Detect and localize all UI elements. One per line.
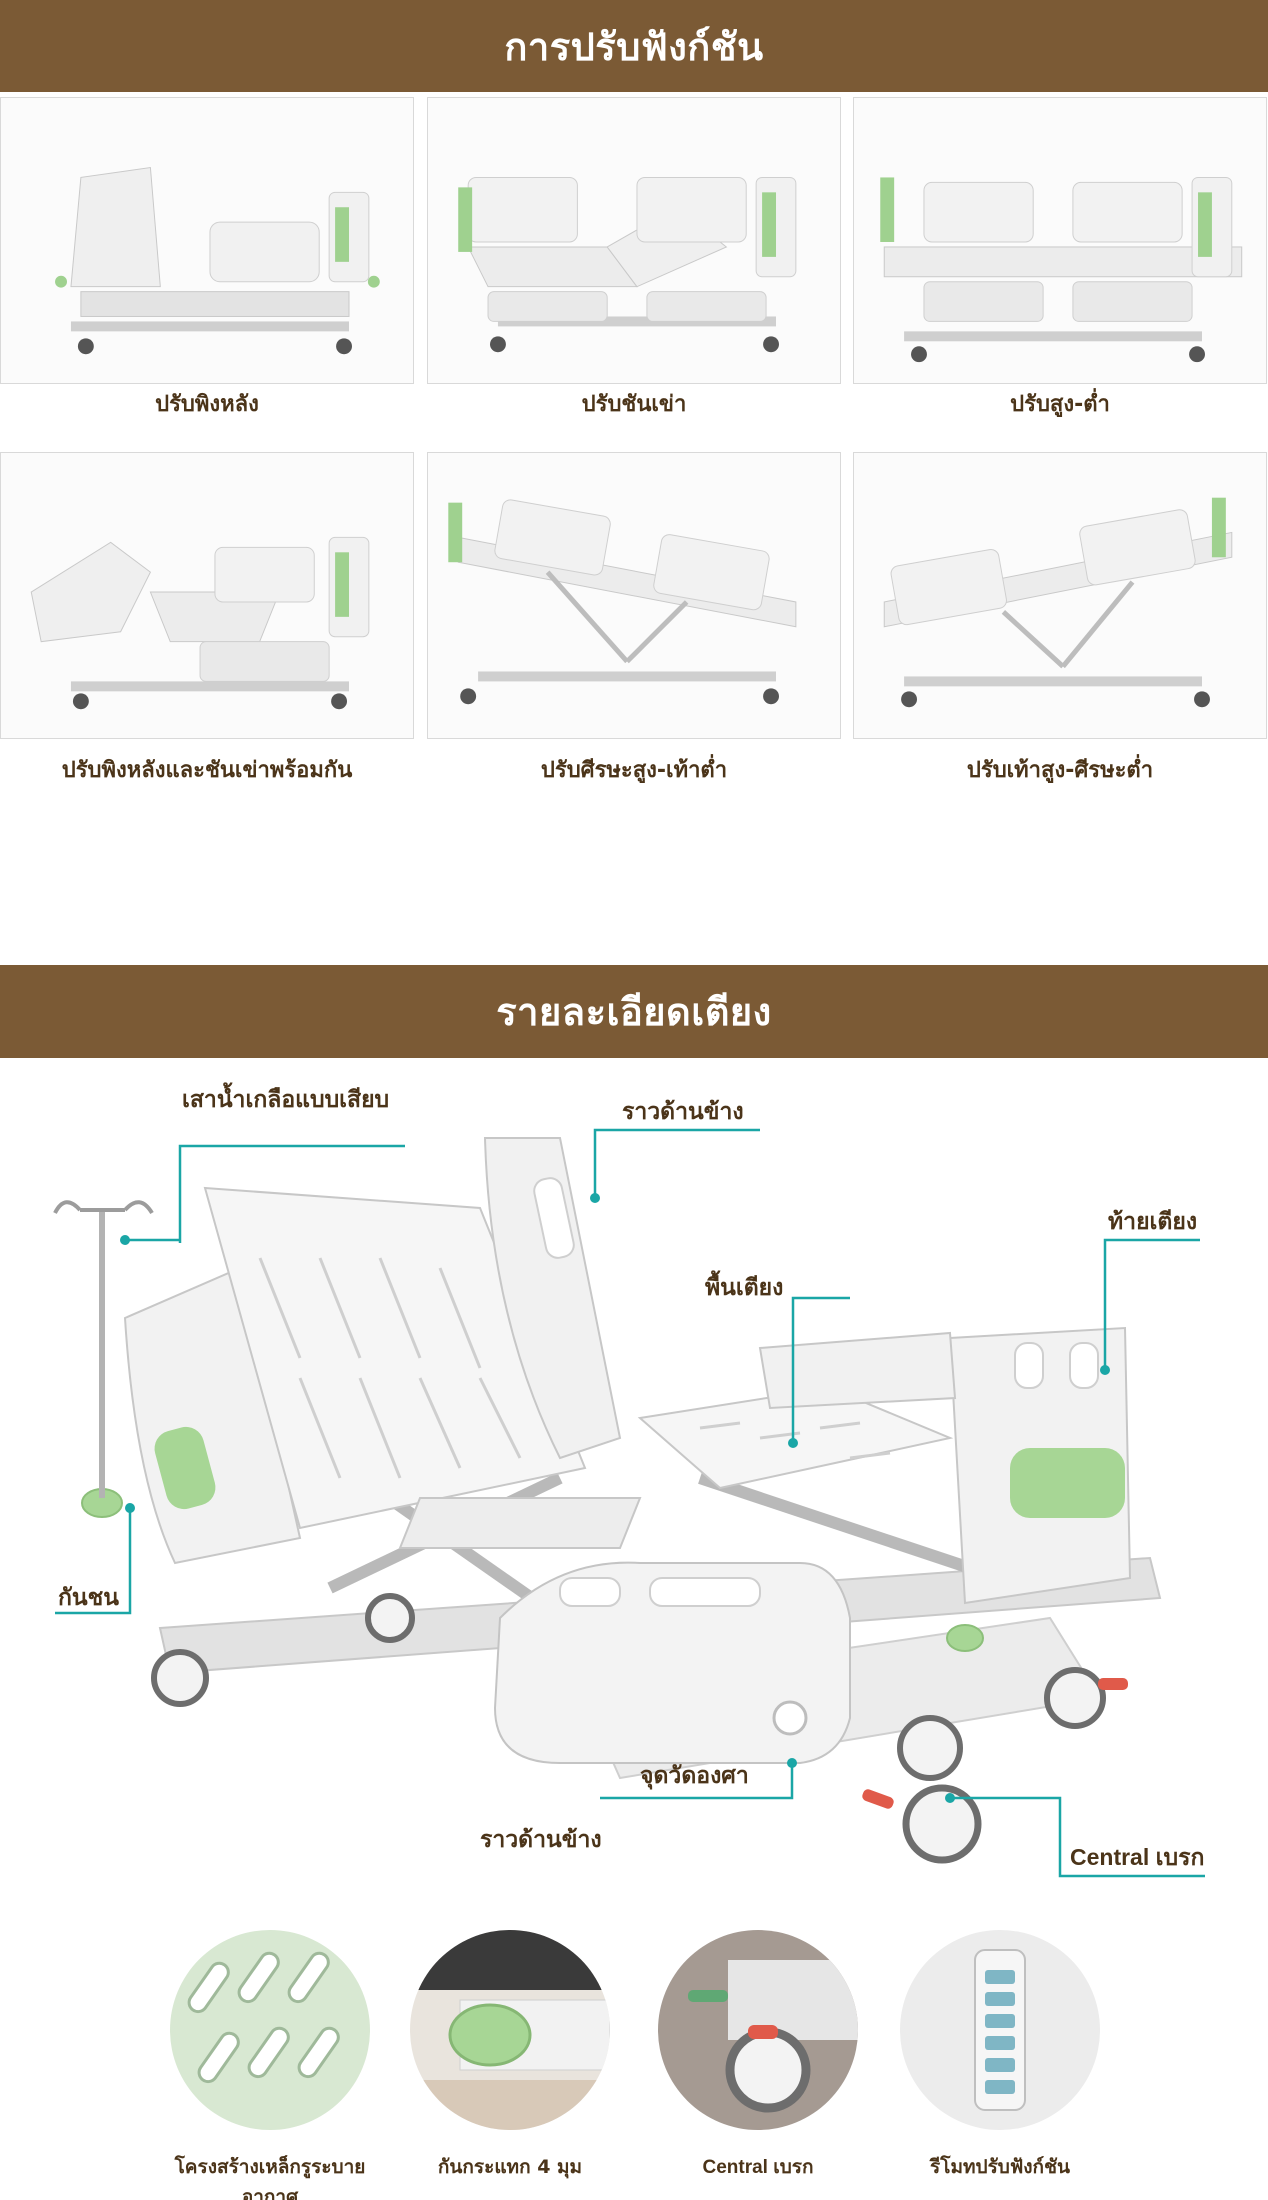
feature-image-remote-control bbox=[900, 1930, 1100, 2130]
position-caption: ปรับสูง-ต่ำ bbox=[1010, 392, 1110, 417]
callout-side-rail-bottom: ราวด้านข้าง bbox=[480, 1827, 602, 1853]
section-functions-title: การปรับฟังก์ชัน bbox=[504, 24, 764, 69]
position-image-knee-raise bbox=[427, 97, 841, 384]
feature-image-ventilated-frame bbox=[170, 1930, 370, 2130]
callout-central-brake: Central เบรก bbox=[1070, 1844, 1205, 1870]
feature-image-corner-bumpers bbox=[410, 1930, 610, 2130]
position-image-trendelenburg bbox=[853, 452, 1267, 739]
position-caption: ปรับพิงหลังและชันเข่าพร้อมกัน bbox=[61, 758, 353, 783]
callout-angle-indicator: จุดวัดองศา bbox=[640, 1763, 749, 1789]
position-image-back-knee-combined bbox=[0, 452, 414, 739]
bed-detail-diagram: เสาน้ำเกลือแบบเสียบ ราวด้านข้าง ท้ายเตีย… bbox=[0, 1058, 1268, 1928]
section-details-title: รายละเอียดเตียง bbox=[496, 990, 772, 1034]
position-caption: ปรับศีรษะสูง-เท้าต่ำ bbox=[540, 758, 728, 783]
section-details-banner: รายละเอียดเตียง bbox=[0, 965, 1268, 1058]
callout-side-rail-top: ราวด้านข้าง bbox=[622, 1099, 744, 1125]
section-functions-banner: การปรับฟังก์ชัน bbox=[0, 0, 1268, 92]
callout-footboard: ท้ายเตียง bbox=[1108, 1209, 1198, 1235]
position-caption: ปรับชันเข่า bbox=[581, 392, 687, 417]
position-image-reverse-trendelenburg bbox=[427, 452, 841, 739]
bed-illustration bbox=[53, 1128, 1205, 1878]
position-caption: ปรับเท้าสูง-ศีรษะต่ำ bbox=[966, 758, 1154, 783]
feature-label: โครงสร้างเหล็กรูระบายอากาศ bbox=[174, 2156, 366, 2200]
feature-label: กันกระแทก 4 มุม bbox=[437, 2156, 583, 2178]
position-image-height-adjust bbox=[853, 97, 1267, 384]
callout-iv-pole: เสาน้ำเกลือแบบเสียบ bbox=[182, 1087, 390, 1113]
callout-bumper: กันชน bbox=[58, 1585, 119, 1611]
position-image-back-raise bbox=[0, 97, 414, 384]
feature-image-central-brake bbox=[658, 1930, 858, 2130]
callout-bed-platform: พื้นเตียง bbox=[705, 1275, 784, 1301]
feature-label: Central เบรก bbox=[702, 2157, 814, 2178]
position-caption: ปรับพิงหลัง bbox=[155, 392, 259, 417]
feature-label: รีโมทปรับฟังก์ชัน bbox=[930, 2156, 1070, 2178]
